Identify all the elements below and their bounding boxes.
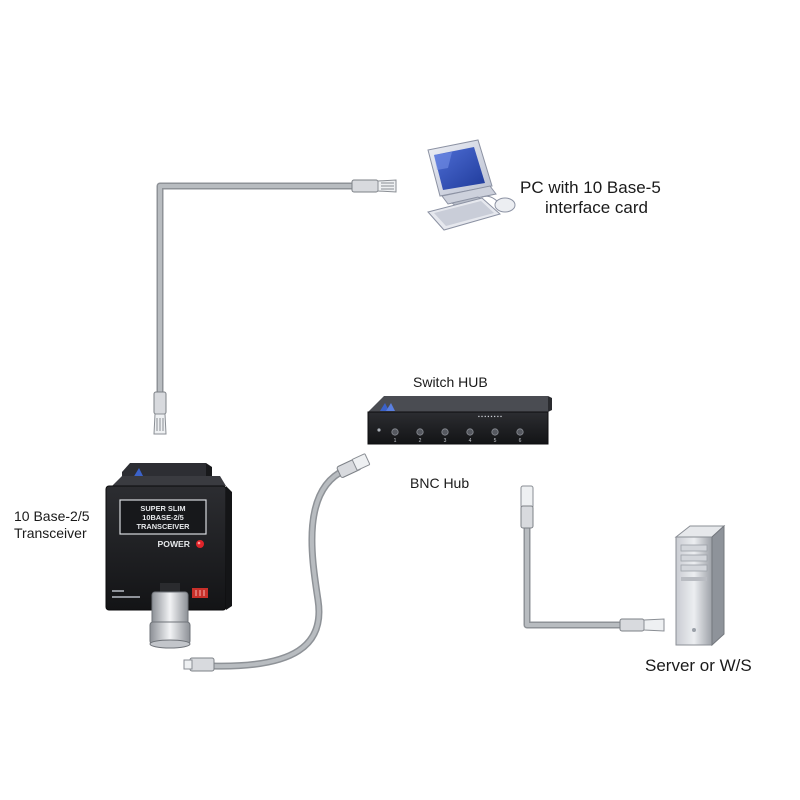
hub-brand-strip: ▪ ▪ ▪ ▪ ▪ ▪ ▪ ▪: [478, 414, 502, 420]
pc-label-line1: PC with 10 Base-5: [520, 178, 661, 197]
rj45-connector-hub-left: [336, 453, 371, 478]
hub-port-number: 6: [519, 438, 522, 444]
transceiver-panel-line2: 10BASE-2/5: [142, 513, 184, 522]
rj45-connector-server-end: [619, 618, 665, 632]
transceiver-device: SUPER SLIM 10BASE-2/5 TRANSCEIVER POWER: [105, 463, 232, 649]
transceiver-label-line2: Transceiver: [14, 525, 87, 541]
transceiver-panel-line1: SUPER SLIM: [140, 504, 185, 513]
cable-hub-to-server: [523, 525, 622, 629]
switch-hub-label: Switch HUB: [413, 374, 488, 390]
pc-computer-icon: [427, 139, 516, 231]
transceiver-panel-line3: TRANSCEIVER: [137, 522, 191, 531]
cable-pc-to-transceiver: [156, 182, 355, 395]
rj45-connector-transceiver-bottom: [183, 657, 215, 672]
brand-logo-icon: [133, 468, 144, 478]
rj45-connector-transceiver-top: [153, 391, 167, 435]
hub-port-number: 3: [444, 438, 447, 444]
transceiver-label: 10 Base-2/5 Transceiver: [14, 508, 90, 542]
switch-hub-device: ▪ ▪ ▪ ▪ ▪ ▪ ▪ ▪ 1 2 3 4 5 6: [367, 396, 552, 445]
hub-port-number: 1: [394, 438, 397, 444]
bnc-connector: [149, 583, 191, 649]
hub-ports: [391, 428, 524, 436]
cable-hub-to-transceiver: [211, 466, 347, 670]
power-label: POWER: [158, 539, 191, 549]
hub-port-number: 4: [469, 438, 472, 444]
bnc-hub-label: BNC Hub: [410, 475, 470, 491]
rj45-connector-pc-end: [351, 179, 397, 193]
pc-label: PC with 10 Base-5 interface card: [520, 178, 661, 218]
hub-led: [377, 428, 381, 432]
transceiver-label-line1: 10 Base-2/5: [14, 508, 90, 524]
server-label: Server or W/S: [645, 656, 752, 675]
server-tower-icon: [674, 524, 726, 647]
hub-port-number: 2: [419, 438, 422, 444]
rj45-connector-hub-right: [520, 485, 534, 529]
hub-port-number: 5: [494, 438, 497, 444]
power-led: [196, 540, 204, 548]
pc-label-line2: interface card: [545, 198, 648, 217]
